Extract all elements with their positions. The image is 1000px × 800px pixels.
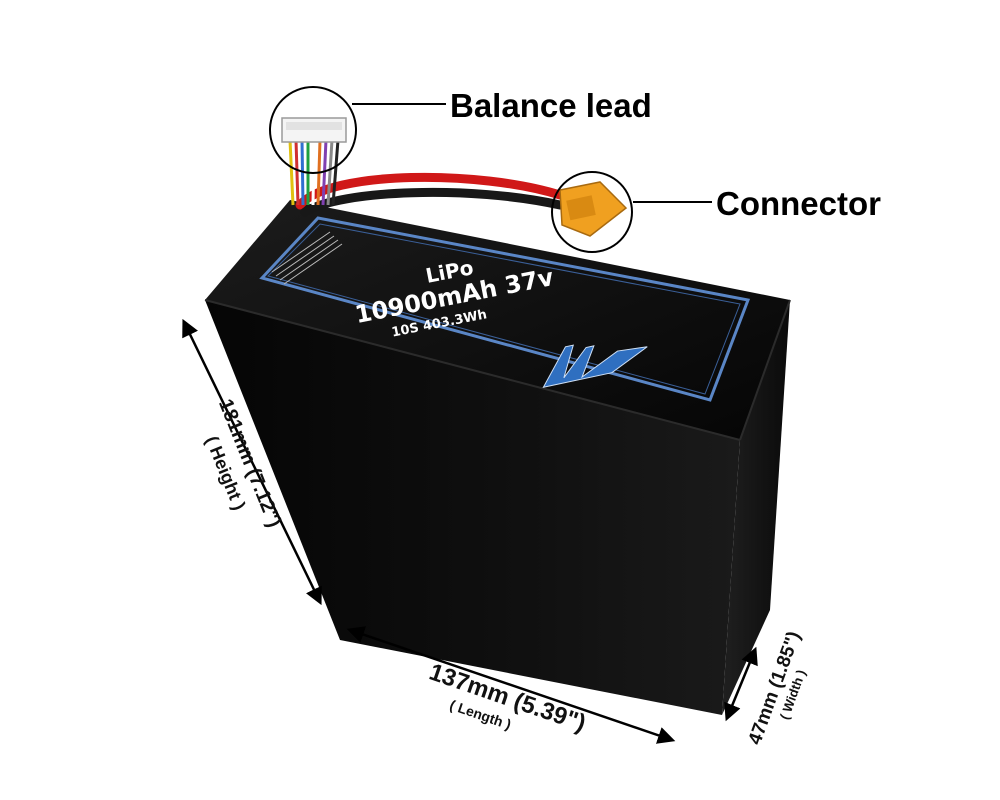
battery-label: LiPo 10900mAh 37v 10S 403.3Wh bbox=[259, 216, 751, 402]
maxamps-logo-icon bbox=[542, 344, 648, 388]
battery-body bbox=[204, 200, 791, 715]
width-dimension-arrow bbox=[724, 646, 758, 722]
length-dimension-arrow bbox=[346, 626, 676, 744]
connector-callout-circle bbox=[551, 171, 633, 253]
height-dimension-arrow bbox=[182, 318, 322, 606]
balance-lead-callout: Balance lead bbox=[450, 87, 652, 124]
connector-plug bbox=[559, 181, 628, 237]
balance-lead-wires bbox=[281, 117, 347, 206]
connector-callout: Connector bbox=[716, 185, 881, 222]
wires bbox=[295, 172, 565, 217]
warning-text-block bbox=[271, 231, 343, 285]
balance-lead-callout-circle bbox=[269, 86, 357, 174]
